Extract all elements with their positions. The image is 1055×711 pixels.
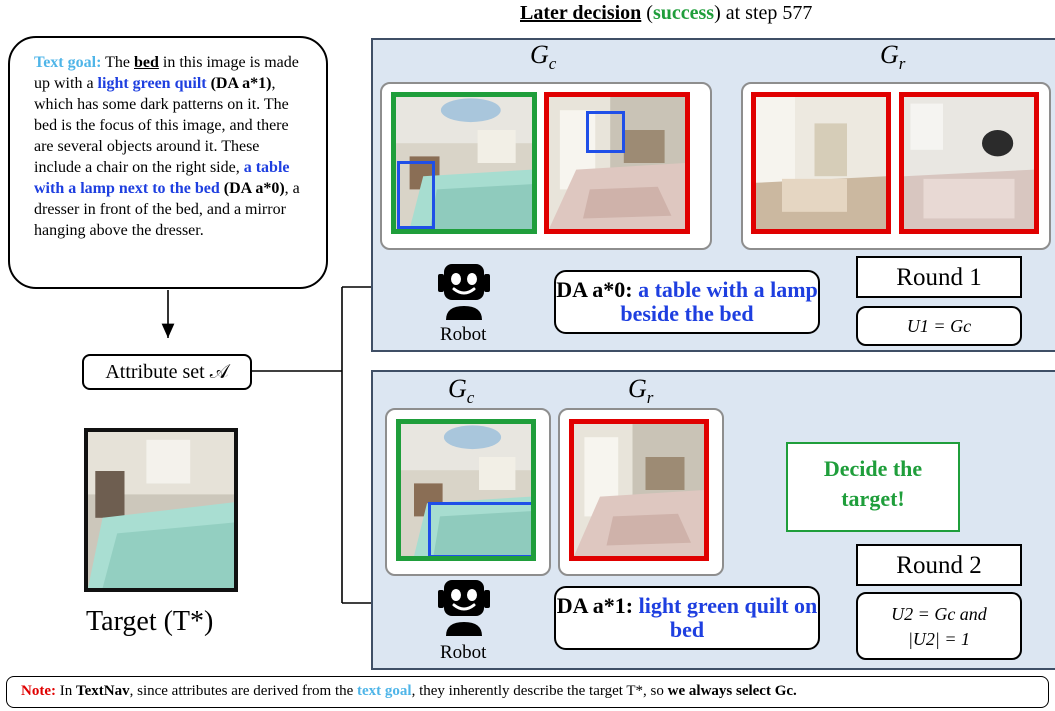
panel1-gr-label: Gr: [880, 40, 906, 74]
text-goal-table: a table with a lamp next to the bed: [34, 159, 290, 197]
note-t3: , they inherently describe the target T*…: [411, 683, 668, 699]
later-decision-text: Later decision: [520, 2, 642, 24]
round2-equation-line1: U2 = Gc and: [891, 604, 987, 624]
note-t2: , since attributes are derived from the: [129, 683, 358, 699]
panel1-table-bbox: [397, 161, 435, 229]
attribute-set-label: Attribute set 𝒜: [105, 361, 229, 383]
panel1-da-prefix: DA a*0:: [556, 277, 639, 302]
text-goal-box: Text goal: The bed in this image is made…: [8, 36, 328, 289]
robot-icon: [432, 262, 496, 322]
text-goal-label: Text goal:: [34, 54, 102, 71]
text-goal-quilt: light green quilt: [97, 75, 207, 92]
round1-label: Round 1: [896, 264, 982, 291]
round2-label: Round 2: [896, 552, 982, 579]
header-title: Later decision (success) at step 577: [520, 2, 812, 25]
decide-target-text: Decide the target!: [823, 456, 923, 511]
target-image: [84, 428, 238, 592]
round2-equation-line2: |U2| = 1: [907, 629, 971, 649]
round1-label-box: Round 1: [856, 256, 1022, 298]
header-paren: (: [641, 2, 653, 24]
text-goal-t1: The: [101, 54, 134, 71]
panel1-gc-label: Gc: [530, 40, 557, 74]
text-goal-t4: , which has some dark patterns on it. Th…: [34, 75, 289, 176]
text-goal-da0: (DA a*0): [223, 180, 285, 197]
round2-equation-box: U2 = Gc and |U2| = 1: [856, 592, 1022, 660]
target-label: Target (T*): [86, 606, 214, 637]
panel1-gr-image-2: [899, 92, 1039, 234]
attribute-set-box: Attribute set 𝒜: [82, 354, 252, 390]
panel2-gc-image: [396, 419, 536, 561]
robot1-label: Robot: [440, 324, 487, 345]
robot-icon: [432, 578, 496, 638]
header-suffix: ) at step 577: [714, 2, 813, 24]
panel1-da-text: a table with a lamp beside the bed: [620, 277, 818, 326]
note-bold: we always select Gc.: [667, 683, 797, 699]
panel2-gr-label: Gr: [628, 374, 654, 408]
panel2-quilt-bbox: [428, 502, 531, 556]
panel2-gc-label: Gc: [448, 374, 475, 408]
note-text-goal: text goal: [357, 683, 412, 699]
panel2-da-prefix: DA a*1:: [556, 593, 639, 618]
decide-target-box: [786, 442, 960, 532]
round2-label-box: Round 2: [856, 544, 1022, 586]
round1-equation-box: U1 = Gc: [856, 306, 1022, 346]
text-goal-t2: in this image is made up with a: [34, 54, 299, 92]
panel1-lamp-bbox: [586, 111, 625, 153]
panel2-gr-image: [569, 419, 709, 561]
robot2-label: Robot: [440, 642, 487, 663]
text-goal-da1: (DA a*1): [210, 75, 272, 92]
text-goal-t6: , a dresser in front of the bed, and a m…: [34, 180, 300, 239]
note-textnav: TextNav: [75, 683, 130, 699]
panel2-da-box: DA a*1: light green quilt on bed: [554, 586, 820, 650]
note-label: Note:: [21, 683, 56, 699]
panel1-gc-image-2: [544, 92, 690, 234]
note-box: Note: In TextNav, since attributes are d…: [6, 676, 1049, 708]
note-t1: In: [55, 683, 76, 699]
text-goal-bed: bed: [134, 54, 159, 71]
panel1-da-box: DA a*0: a table with a lamp beside the b…: [554, 270, 820, 334]
round1-equation: U1 = Gc: [906, 316, 972, 336]
success-text: success: [652, 2, 715, 24]
panel1-gr-image-1: [751, 92, 891, 234]
panel1-gc-image-1: [391, 92, 537, 234]
panel2-da-text: light green quilt on bed: [638, 593, 818, 642]
